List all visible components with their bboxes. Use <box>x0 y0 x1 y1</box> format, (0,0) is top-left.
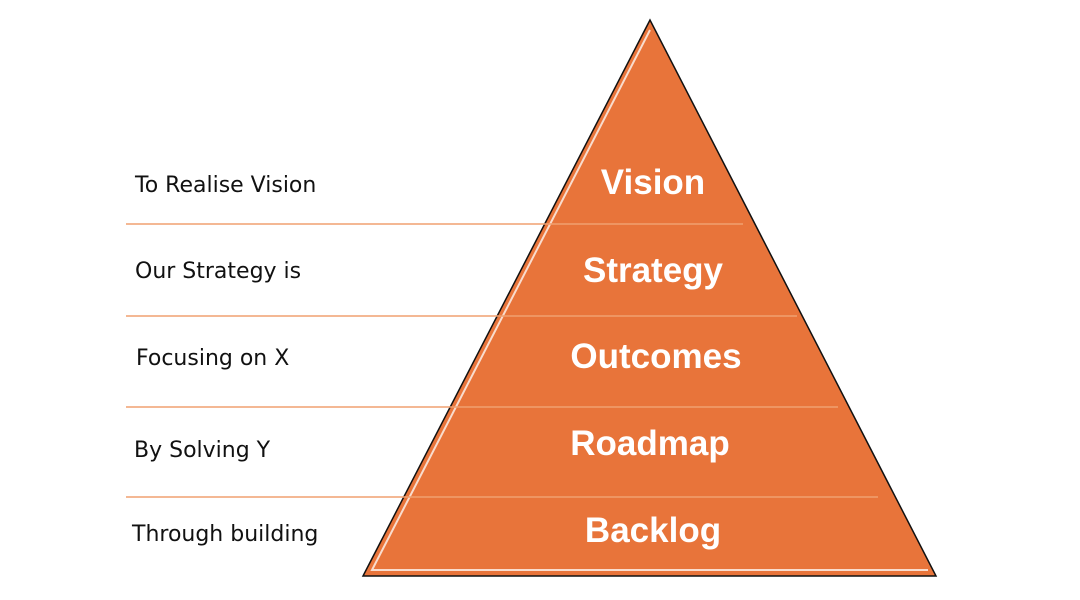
left-label-backlog: Through building <box>131 522 318 547</box>
tier-label-vision: Vision <box>601 163 705 202</box>
left-label-vision: To Realise Vision <box>134 173 316 198</box>
left-label-strategy: Our Strategy is <box>135 259 301 284</box>
pyramid-triangle <box>361 18 938 577</box>
pyramid-highlight <box>370 29 928 571</box>
tier-label-strategy: Strategy <box>583 251 724 290</box>
tier-label-roadmap: Roadmap <box>570 424 729 463</box>
tier-label-backlog: Backlog <box>585 511 721 550</box>
left-label-roadmap: By Solving Y <box>134 438 271 463</box>
left-label-outcomes: Focusing on X <box>136 346 289 371</box>
tier-label-outcomes: Outcomes <box>570 337 741 376</box>
